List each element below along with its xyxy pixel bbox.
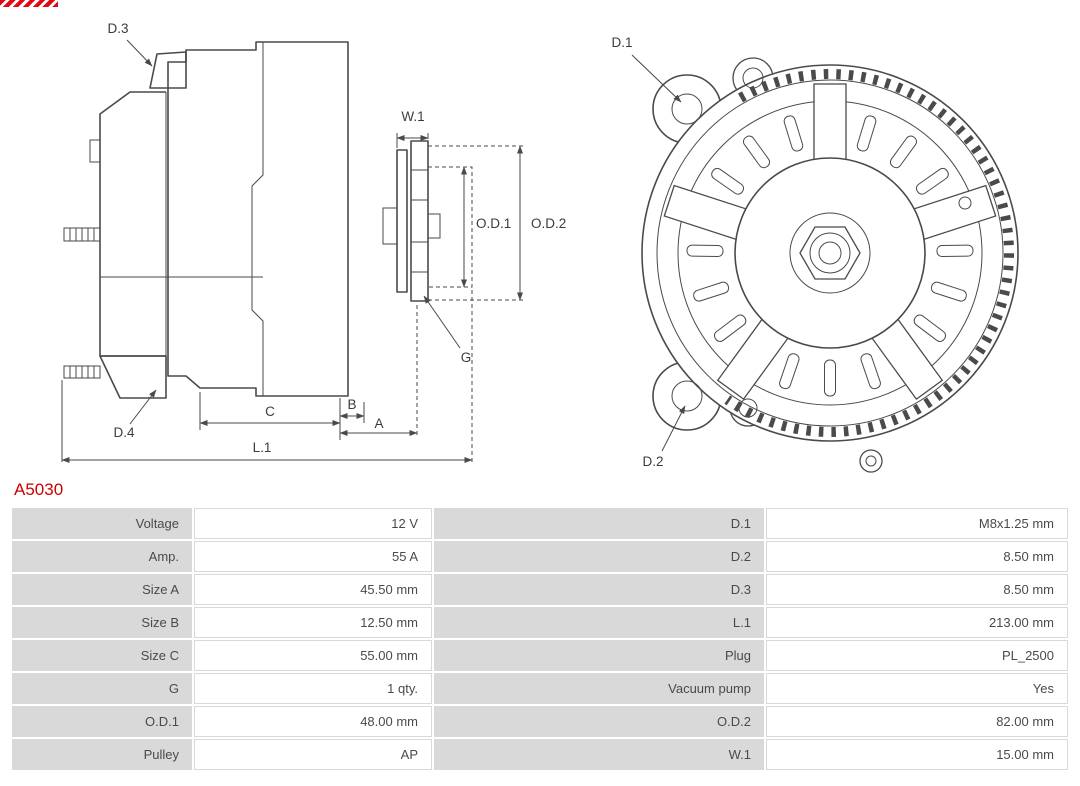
alternator-body <box>167 41 349 397</box>
spec-value-cell: 213.00 mm <box>766 607 1068 638</box>
front-view-drawing: D.1 D.2 <box>611 35 1019 473</box>
dim-label-od2: O.D.2 <box>531 216 566 231</box>
table-row: Size B 12.50 mm L.1 213.00 mm <box>12 607 1068 638</box>
spec-value-cell: Yes <box>766 673 1068 704</box>
table-row: Pulley AP W.1 15.00 mm <box>12 739 1068 770</box>
as-pl-logo-fragment <box>0 0 58 7</box>
spec-label-cell: Amp. <box>12 541 192 572</box>
spec-label-cell: L.1 <box>434 607 764 638</box>
spec-value-cell: 8.50 mm <box>766 574 1068 605</box>
vent-slots <box>686 115 974 397</box>
spec-label-cell: Size B <box>12 607 192 638</box>
dimension-od2: O.D.2 <box>428 145 566 301</box>
leader-d4: D.4 <box>113 389 157 440</box>
part-number: A5030 <box>14 480 64 499</box>
dim-label-w1: W.1 <box>401 109 424 124</box>
spec-label-cell: D.2 <box>434 541 764 572</box>
serration-inner-ring <box>656 79 1004 427</box>
spec-label-cell: O.D.1 <box>12 706 192 737</box>
lower-mounting-lug <box>99 355 167 399</box>
spec-value-cell: M8x1.25 mm <box>766 508 1068 539</box>
alternator-technical-drawing: W.1 O.D.1 O.D.2 G <box>61 21 1019 473</box>
dim-label-d3: D.3 <box>107 21 128 36</box>
dim-label-d2: D.2 <box>642 454 663 469</box>
spec-label-cell: O.D.2 <box>434 706 764 737</box>
dimension-w1: W.1 <box>396 109 429 148</box>
leader-d3: D.3 <box>107 21 153 67</box>
pulley-front-view <box>734 157 926 349</box>
spec-table: Voltage 12 V D.1 M8x1.25 mm Amp. 55 A D.… <box>10 506 1070 772</box>
spec-label-cell: D.3 <box>434 574 764 605</box>
spec-value-cell: AP <box>194 739 432 770</box>
spec-value-cell: 45.50 mm <box>194 574 432 605</box>
pulley-side-view <box>382 140 441 302</box>
spec-label-cell: W.1 <box>434 739 764 770</box>
table-row: Size A 45.50 mm D.3 8.50 mm <box>12 574 1068 605</box>
mounting-holes <box>671 67 972 467</box>
leader-g: G <box>423 295 472 365</box>
rear-housing <box>89 91 263 357</box>
spec-label-cell: Size A <box>12 574 192 605</box>
spec-label-cell: G <box>12 673 192 704</box>
dim-label-a: A <box>374 416 383 431</box>
spec-label-cell: Vacuum pump <box>434 673 764 704</box>
dim-label-g: G <box>461 350 472 365</box>
side-view-drawing: W.1 O.D.1 O.D.2 G <box>61 21 566 463</box>
table-row: Amp. 55 A D.2 8.50 mm <box>12 541 1068 572</box>
spec-value-cell: 48.00 mm <box>194 706 432 737</box>
terminal-studs <box>63 227 101 379</box>
dim-label-d1: D.1 <box>611 35 632 50</box>
spec-label-cell: D.1 <box>434 508 764 539</box>
dim-label-l1: L.1 <box>253 440 272 455</box>
dim-label-c: C <box>265 404 275 419</box>
leader-d2: D.2 <box>642 405 686 469</box>
spec-value-cell: PL_2500 <box>766 640 1068 671</box>
spec-value-cell: 8.50 mm <box>766 541 1068 572</box>
spec-label-cell: Pulley <box>12 739 192 770</box>
dim-label-od1: O.D.1 <box>476 216 511 231</box>
spec-value-cell: 12.50 mm <box>194 607 432 638</box>
dim-label-b: B <box>347 397 356 412</box>
bottom-dimensions: C B A L.1 <box>61 290 473 463</box>
spec-label-cell: Voltage <box>12 508 192 539</box>
spec-value-cell: 82.00 mm <box>766 706 1068 737</box>
table-row: O.D.1 48.00 mm O.D.2 82.00 mm <box>12 706 1068 737</box>
spec-label-cell: Size C <box>12 640 192 671</box>
table-row: Size C 55.00 mm Plug PL_2500 <box>12 640 1068 671</box>
spec-value-cell: 55.00 mm <box>194 640 432 671</box>
dim-label-d4: D.4 <box>113 425 135 440</box>
spec-value-cell: 12 V <box>194 508 432 539</box>
dimension-od1: O.D.1 <box>427 166 511 288</box>
table-row: Voltage 12 V D.1 M8x1.25 mm <box>12 508 1068 539</box>
leader-d1: D.1 <box>611 35 682 103</box>
table-row: G 1 qty. Vacuum pump Yes <box>12 673 1068 704</box>
spec-value-cell: 55 A <box>194 541 432 572</box>
spec-value-cell: 1 qty. <box>194 673 432 704</box>
spec-value-cell: 15.00 mm <box>766 739 1068 770</box>
spec-label-cell: Plug <box>434 640 764 671</box>
